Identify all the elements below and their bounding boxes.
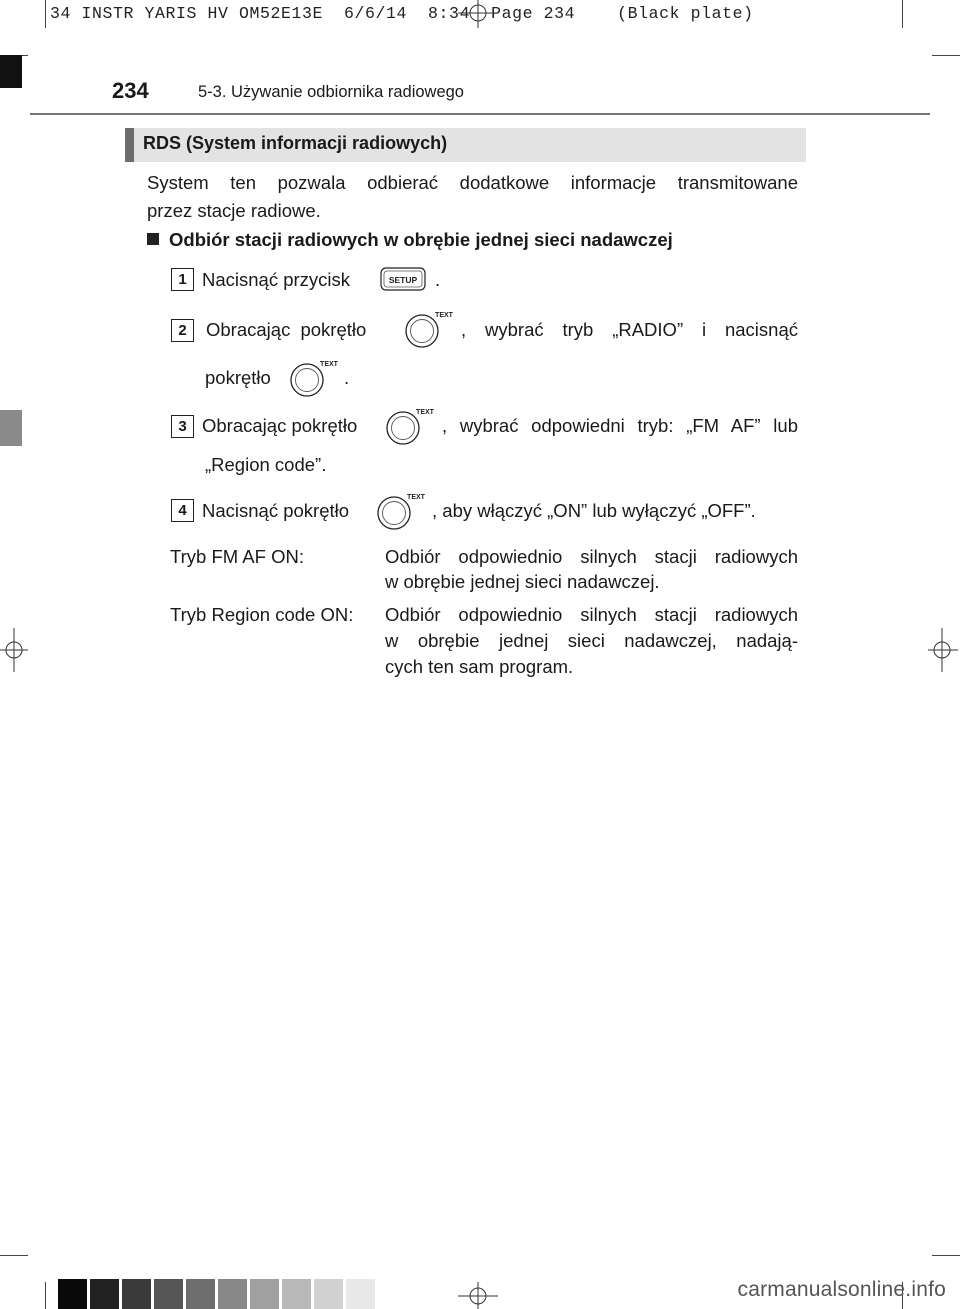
color-swatch: [186, 1279, 215, 1309]
color-swatch: [90, 1279, 119, 1309]
step-3-text: Obracając pokrętło: [202, 415, 358, 436]
step-2-text: Obracając pokrętło: [206, 319, 367, 340]
color-swatch: [314, 1279, 343, 1309]
step-number-4: 4: [171, 499, 194, 522]
registration-mark-right: [928, 628, 958, 672]
color-swatch: [282, 1279, 311, 1309]
rds-title-text: RDS (System informacji radiowych): [143, 133, 448, 153]
page-number: 234: [112, 78, 149, 103]
intro-line-1: System ten pozwala odbierać dodatkowe in…: [147, 172, 798, 193]
crop-mark: [45, 1282, 46, 1309]
setup-key-label: SETUP: [389, 275, 418, 285]
mode-region-line-2: w obrębie jednej sieci nadawczej, nadają…: [385, 630, 798, 651]
setup-button-icon: SETUP: [380, 267, 426, 291]
square-bullet-icon: [147, 233, 159, 245]
tune-knob-icon: TEXT: [405, 312, 454, 348]
chapter-tab-marker: [0, 55, 22, 88]
step-4-text: Nacisnąć pokrętło: [202, 500, 350, 521]
header-rule: [30, 113, 930, 115]
crop-mark: [45, 0, 46, 28]
color-swatch: [58, 1279, 87, 1309]
registration-mark-top: [458, 0, 498, 28]
print-slug: 34 INSTR YARIS HV OM52E13E 6/6/14 8:34 P…: [50, 4, 754, 23]
color-swatch: [250, 1279, 279, 1309]
mode-region-line-1: Odbiór odpowiednio silnych stacji radiow…: [385, 604, 798, 625]
section-title: 5-3. Używanie odbiornika radiowego: [198, 83, 464, 101]
step-number-1: 1: [171, 268, 194, 291]
knob-label: TEXT: [416, 409, 435, 416]
step-1-text: Nacisnąć przycisk: [202, 269, 351, 290]
registration-mark-left: [0, 628, 28, 672]
color-swatch: [218, 1279, 247, 1309]
step-number-3: 3: [171, 415, 194, 438]
step-2-line2-tail: .: [344, 367, 350, 388]
mode-fm-af-line-2: w obrębie jednej sieci nadawczej.: [385, 571, 660, 592]
crop-mark: [902, 1282, 903, 1309]
step-2-tail: , wybrać tryb „RADIO” i nacisnąć: [461, 319, 798, 340]
subheading-text: Odbiór stacji radiowych w obrębie jednej…: [169, 229, 673, 250]
crop-mark: [932, 55, 960, 56]
tune-knob-icon: TEXT: [377, 494, 426, 530]
step-1-tail: .: [435, 269, 441, 290]
mode-fm-af-term: Tryb FM AF ON:: [170, 546, 304, 567]
subheading: Odbiór stacji radiowych w obrębie jednej…: [147, 229, 673, 251]
color-swatch: [154, 1279, 183, 1309]
crop-mark: [0, 1255, 28, 1256]
crop-mark: [902, 0, 903, 28]
tune-knob-icon: TEXT: [290, 361, 339, 397]
color-swatch: [346, 1279, 375, 1309]
mode-region-term: Tryb Region code ON:: [170, 604, 354, 625]
step-3-tail: , wybrać odpowiedni tryb: „FM AF” lub: [442, 415, 798, 436]
intro-line-2: przez stacje radiowe.: [147, 200, 321, 221]
crop-mark: [932, 1255, 960, 1256]
knob-label: TEXT: [435, 312, 454, 319]
registration-mark-bottom: [458, 1282, 498, 1309]
color-swatch: [122, 1279, 151, 1309]
mode-fm-af-line-1: Odbiór odpowiednio silnych stacji radiow…: [385, 546, 798, 567]
step-number-2: 2: [171, 319, 194, 342]
mode-region-line-3: cych ten sam program.: [385, 656, 574, 677]
step-4-tail: , aby włączyć „ON” lub wyłączyć „OFF”.: [432, 500, 756, 521]
step-2-line2: pokrętło: [205, 367, 271, 388]
knob-label: TEXT: [320, 361, 339, 368]
knob-label: TEXT: [407, 494, 426, 501]
rds-title-bar: RDS (System informacji radiowych): [125, 128, 806, 162]
watermark: carmanualsonline.info: [737, 1278, 946, 1301]
chapter-tab-grey: [0, 410, 22, 446]
step-3-line2: „Region code”.: [205, 454, 327, 475]
tune-knob-icon: TEXT: [386, 409, 435, 445]
